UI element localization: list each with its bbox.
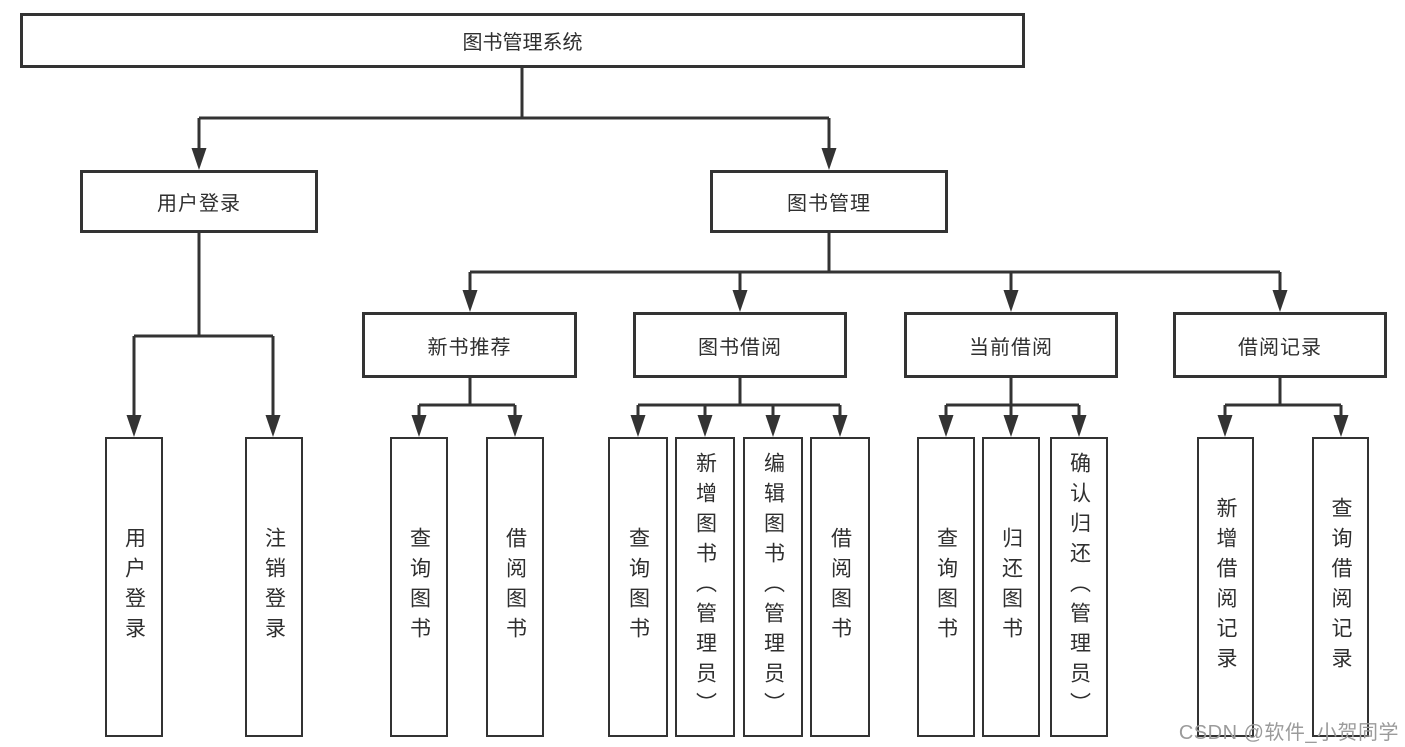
node-leaf-add-borrow-record: 新增借阅记录	[1197, 437, 1254, 737]
node-leaf-borrow-books: 借阅图书	[810, 437, 870, 737]
node-new-book-recommendation: 新书推荐	[362, 312, 577, 378]
node-leaf-return-books: 归还图书	[982, 437, 1040, 737]
node-leaf-logout: 注销登录	[245, 437, 303, 737]
node-leaf-query-books-borrow: 查询图书	[608, 437, 668, 737]
node-book-management: 图书管理	[710, 170, 948, 233]
node-borrowing-records: 借阅记录	[1173, 312, 1387, 378]
node-book-borrowing: 图书借阅	[633, 312, 847, 378]
node-leaf-user-login: 用户登录	[105, 437, 163, 737]
csdn-watermark: CSDN @软件_小贺同学	[1178, 722, 1399, 744]
node-leaf-query-books-current: 查询图书	[917, 437, 975, 737]
node-leaf-borrow-books-recommend: 借阅图书	[486, 437, 544, 737]
node-leaf-confirm-return-admin: 确认归还（管理员）	[1050, 437, 1108, 737]
node-current-borrowing: 当前借阅	[904, 312, 1118, 378]
node-leaf-query-books-recommend: 查询图书	[390, 437, 448, 737]
node-leaf-add-books-admin: 新增图书（管理员）	[675, 437, 735, 737]
node-user-login: 用户登录	[80, 170, 318, 233]
node-leaf-edit-books-admin: 编辑图书（管理员）	[743, 437, 803, 737]
node-leaf-query-borrow-record: 查询借阅记录	[1312, 437, 1369, 737]
node-library-management-system: 图书管理系统	[20, 13, 1025, 68]
